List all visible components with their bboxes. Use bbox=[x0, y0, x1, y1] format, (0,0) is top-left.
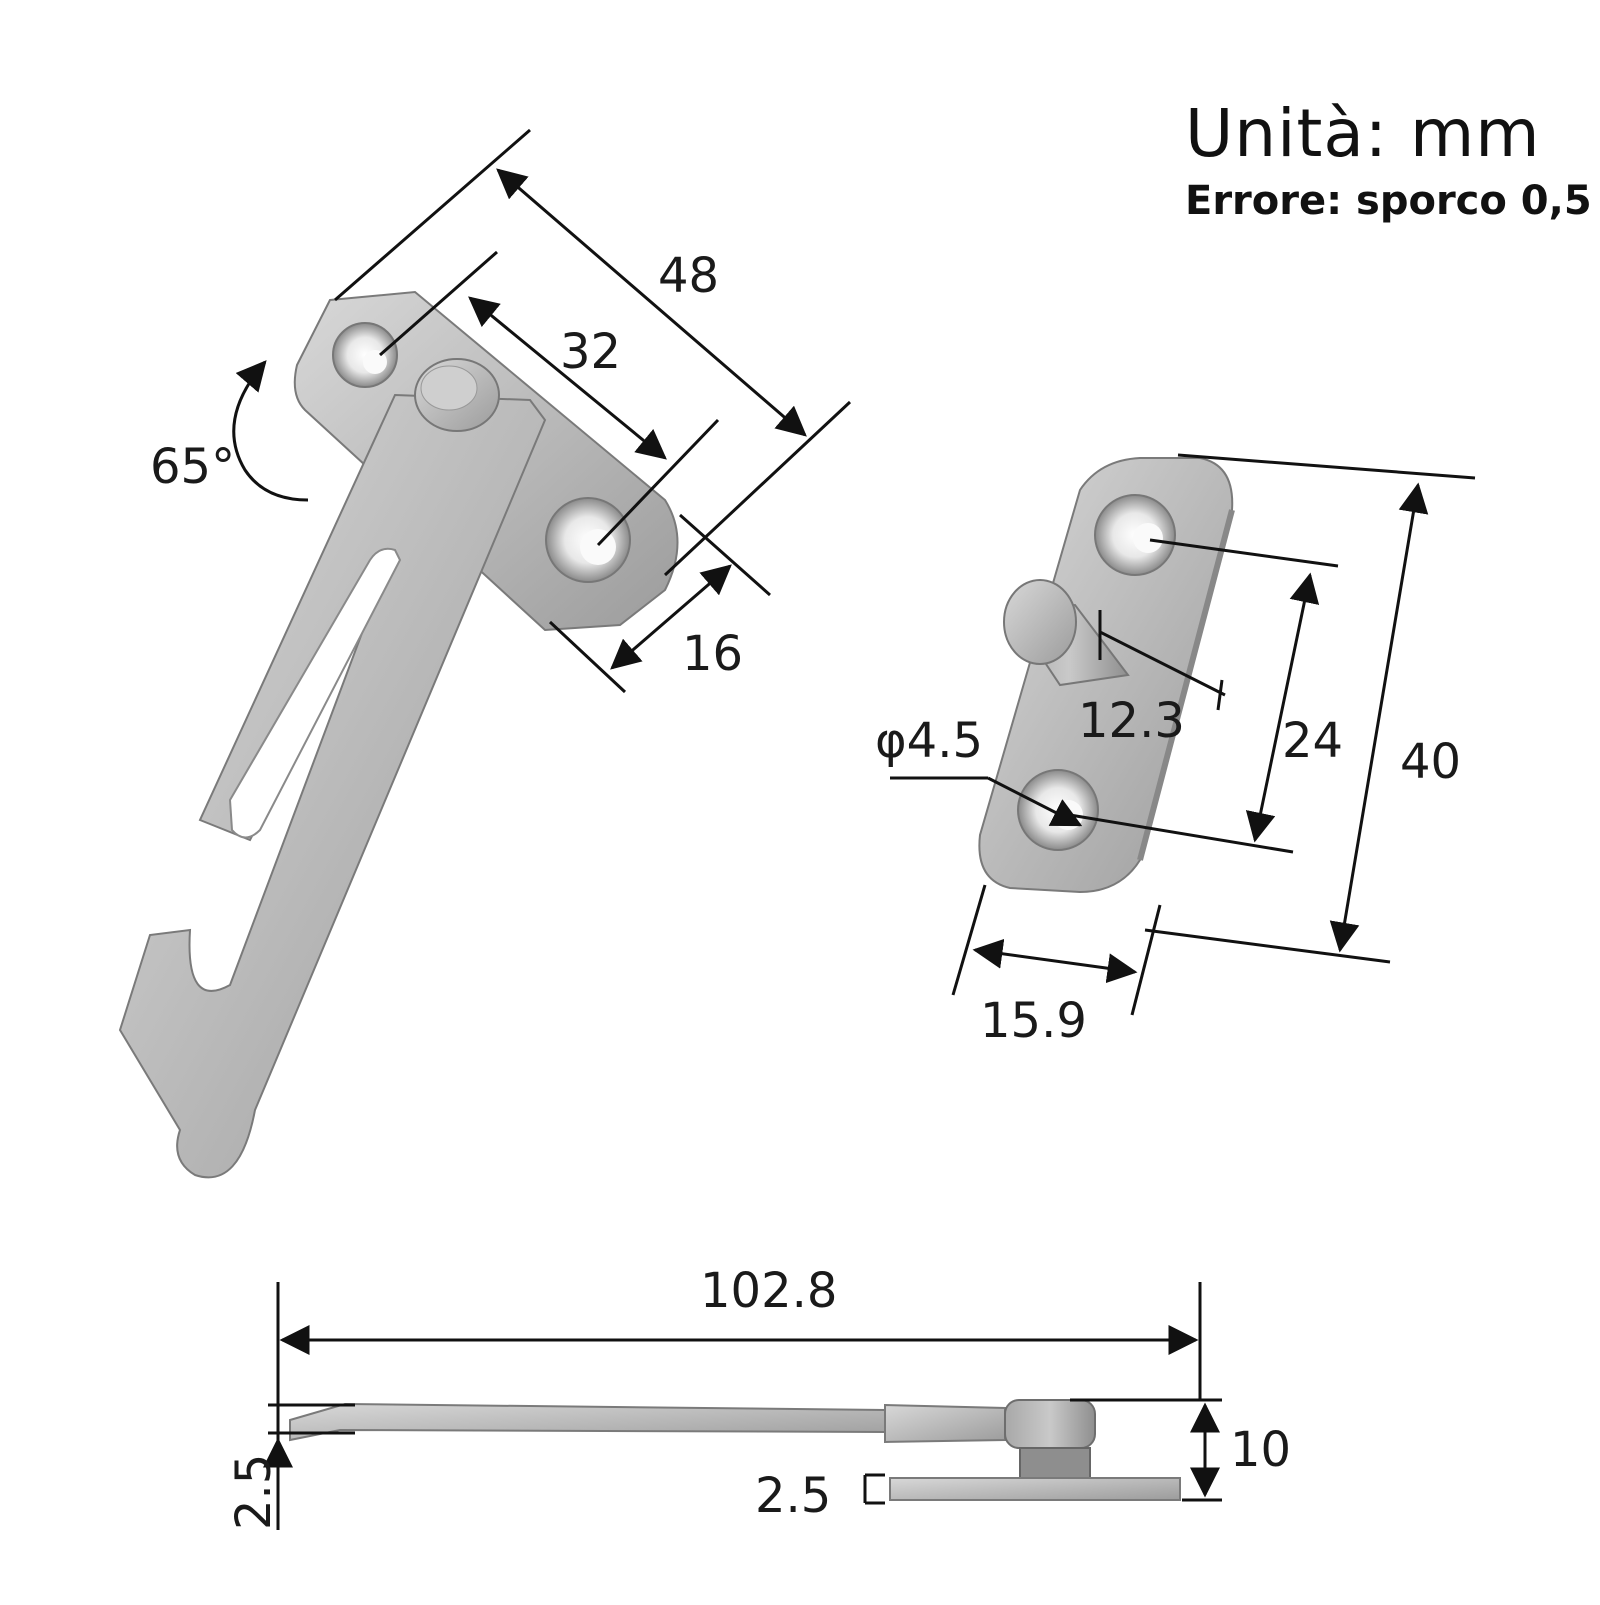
side-view-base bbox=[889, 1477, 1181, 1501]
dim-32-ext-right bbox=[596, 418, 720, 547]
side-view-spring bbox=[1019, 1447, 1091, 1479]
dim-angle: 65° bbox=[150, 360, 309, 502]
dim-2-5-left-label: 2.5 bbox=[226, 1454, 282, 1530]
dim-32: 32 bbox=[379, 250, 720, 547]
dim-16-label: 16 bbox=[682, 626, 743, 682]
dim-15-9-line bbox=[972, 938, 1138, 984]
dim-12-3: 12.3 bbox=[1078, 610, 1226, 749]
dim-48-label: 48 bbox=[658, 248, 719, 304]
side-view-sleeve bbox=[884, 1403, 1006, 1444]
dim-15-9-label: 15.9 bbox=[980, 993, 1087, 1049]
dim-48-ext-left bbox=[334, 128, 531, 302]
dim-10: 10 bbox=[1070, 1398, 1291, 1502]
unit-label: Unità: mm bbox=[1185, 95, 1541, 172]
arm-hole-bottom-inner bbox=[580, 529, 616, 565]
pin-plate bbox=[978, 457, 1235, 894]
restrictor-arm bbox=[118, 290, 679, 1179]
dim-40: 40 bbox=[1144, 453, 1476, 964]
dim-15-9-ext-right bbox=[1130, 904, 1162, 1016]
pin-plate-hole-top-inner bbox=[1133, 523, 1163, 553]
arm-hole-top bbox=[332, 322, 398, 388]
arm-bar bbox=[118, 393, 547, 1179]
angle-arc bbox=[232, 360, 309, 502]
dim-12-3-label: 12.3 bbox=[1078, 693, 1185, 749]
dim-48-line bbox=[496, 168, 807, 437]
dim-15-9-ext-left bbox=[951, 884, 987, 996]
dim-32-label: 32 bbox=[560, 324, 621, 380]
dim-40-ext-top bbox=[1177, 453, 1476, 480]
side-view-arm bbox=[289, 1402, 886, 1442]
dim-hole-diameter: φ4.5 bbox=[875, 713, 1083, 827]
dim-diameter-leader bbox=[987, 776, 1083, 827]
dim-40-ext-bottom bbox=[1144, 928, 1391, 964]
dim-16-ext-left bbox=[548, 620, 627, 694]
dim-102-8-label: 102.8 bbox=[700, 1263, 837, 1319]
dim-15-9: 15.9 bbox=[951, 884, 1162, 1049]
side-view-hinge bbox=[1004, 1399, 1096, 1449]
dim-2-5-right: 2.5 bbox=[755, 1468, 885, 1524]
dim-32-line bbox=[468, 296, 667, 460]
dim-102-8: 102.8 bbox=[276, 1263, 1202, 1530]
dim-24: 24 bbox=[1069, 538, 1343, 854]
dim-40-line bbox=[1329, 482, 1429, 953]
dim-48-ext-right bbox=[663, 400, 852, 577]
pin-plate-edge bbox=[1137, 509, 1235, 861]
dim-2-5-left: 2.5 bbox=[226, 1403, 355, 1530]
dim-10-label: 10 bbox=[1230, 1422, 1291, 1478]
angle-label: 65° bbox=[150, 439, 235, 495]
dim-48: 48 bbox=[334, 128, 852, 577]
dim-24-ext-top bbox=[1149, 538, 1339, 568]
side-view bbox=[289, 1399, 1181, 1501]
arm-rivet-top bbox=[420, 365, 478, 411]
dim-40-label: 40 bbox=[1400, 734, 1461, 790]
dim-24-line bbox=[1245, 572, 1320, 843]
dim-24-ext-bottom bbox=[1069, 813, 1294, 854]
error-label: Errore: sporco 0,5 bbox=[1185, 178, 1592, 224]
dim-16-line bbox=[610, 564, 732, 670]
dim-16: 16 bbox=[548, 513, 771, 694]
dim-24-label: 24 bbox=[1282, 713, 1343, 769]
dim-12-3-line bbox=[1099, 630, 1226, 697]
dim-16-ext-right bbox=[679, 513, 771, 597]
dim-32-ext-left bbox=[379, 250, 498, 357]
dim-12-3-tick-end bbox=[1216, 679, 1224, 711]
dim-diameter-label: φ4.5 bbox=[875, 713, 983, 769]
dim-2-5-right-label: 2.5 bbox=[755, 1468, 831, 1524]
pin-head bbox=[1003, 579, 1077, 665]
arm-slot bbox=[228, 547, 402, 839]
